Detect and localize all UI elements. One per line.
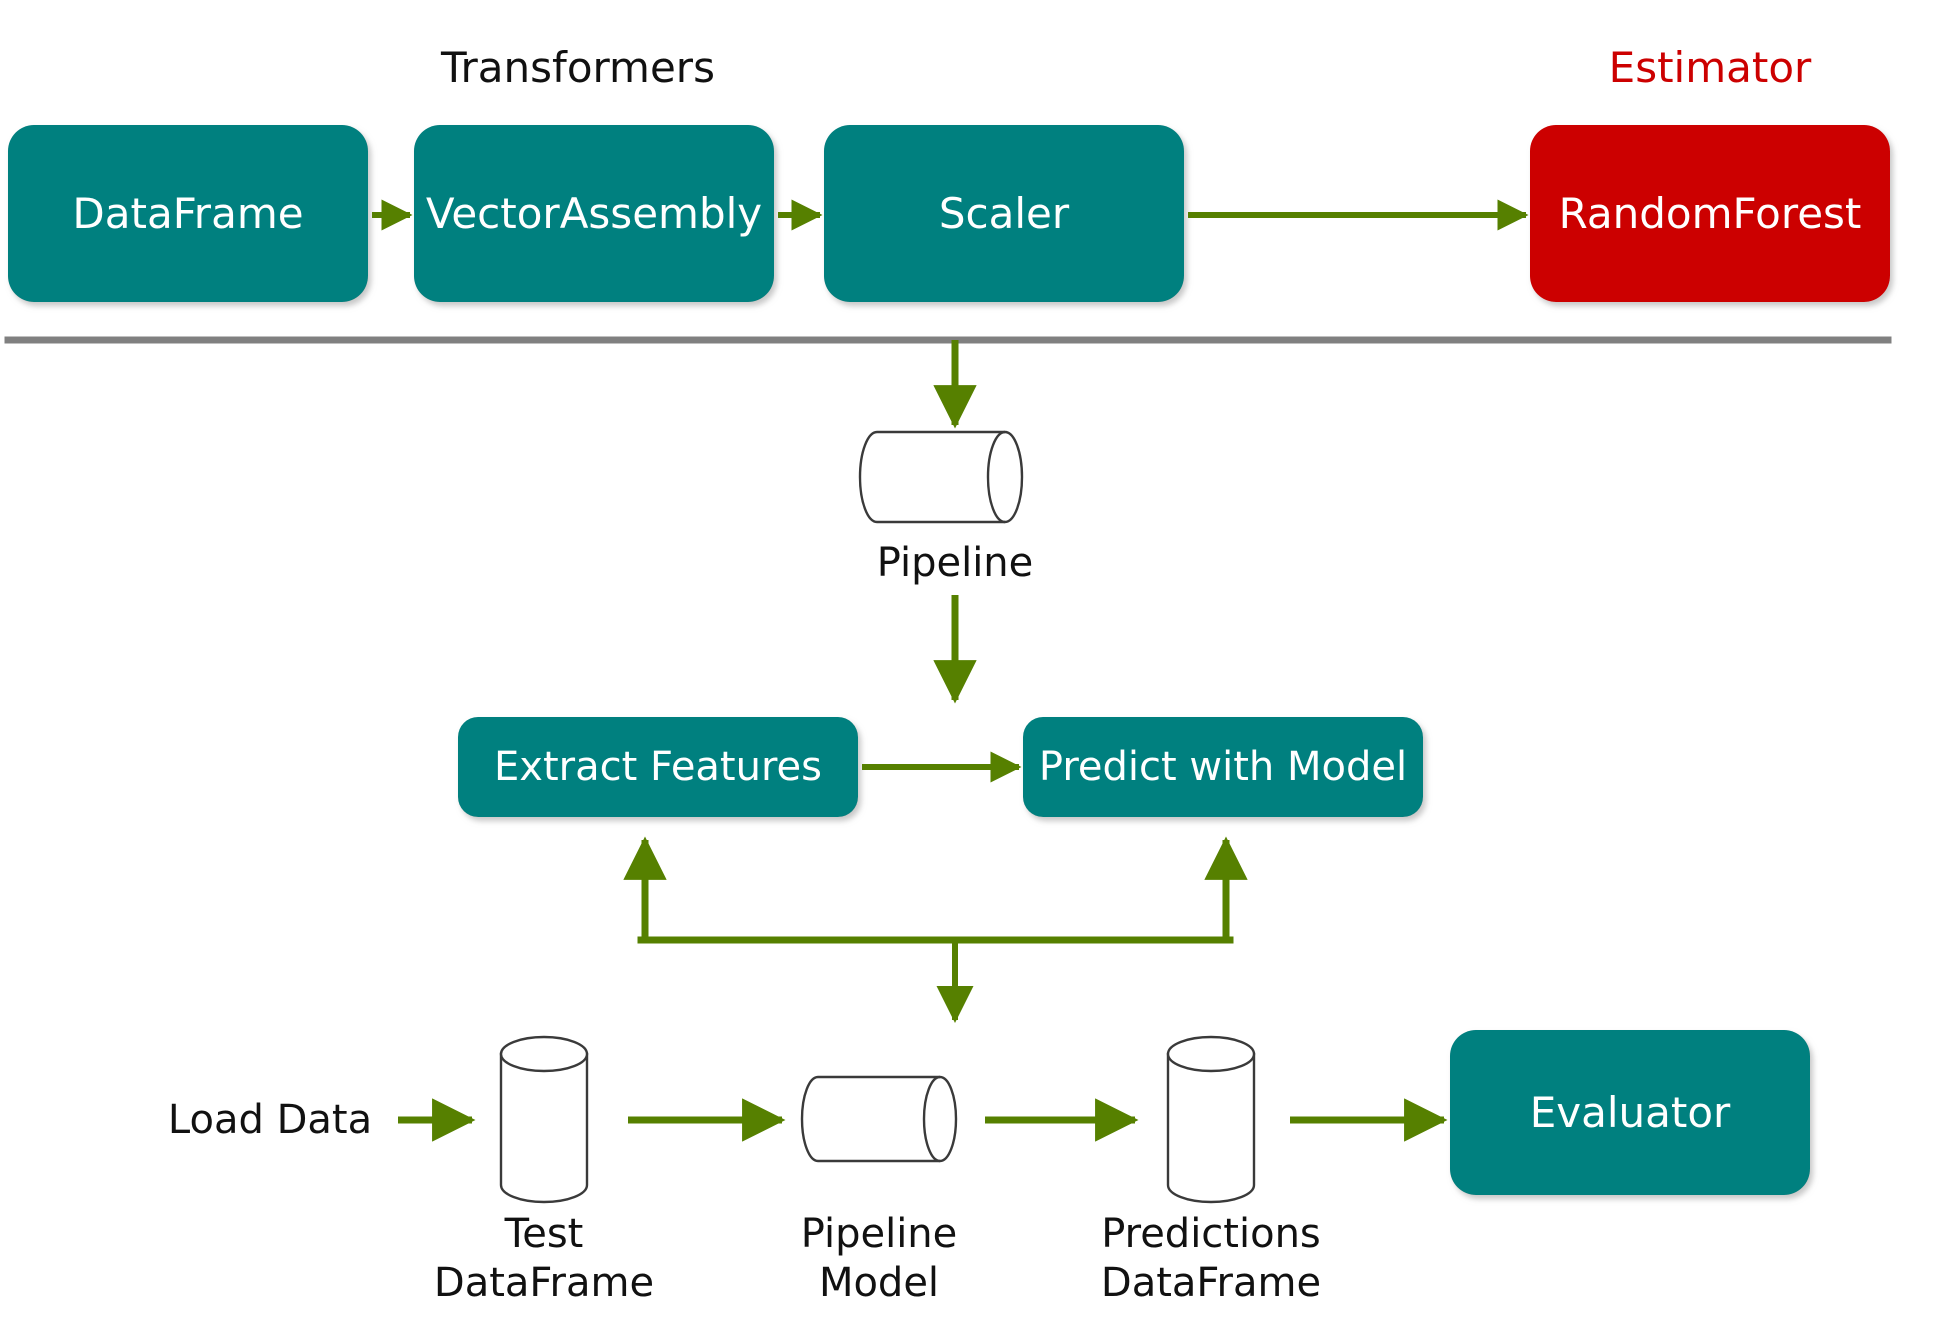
cylinder-predictions-dataframe[interactable] (1166, 1035, 1256, 1204)
cylinder-test-dataframe[interactable] (499, 1035, 589, 1204)
box-vectorassembly[interactable] (414, 125, 774, 302)
box-evaluator[interactable] (1450, 1030, 1810, 1195)
cylinder-pipeline-model[interactable] (800, 1075, 958, 1163)
cylinder-pipeline[interactable] (858, 430, 1024, 524)
box-extract-features[interactable] (458, 717, 858, 817)
box-randomforest[interactable] (1530, 125, 1890, 302)
box-scaler[interactable] (824, 125, 1184, 302)
box-predict-with-model[interactable] (1023, 717, 1423, 817)
box-dataframe[interactable] (8, 125, 368, 302)
